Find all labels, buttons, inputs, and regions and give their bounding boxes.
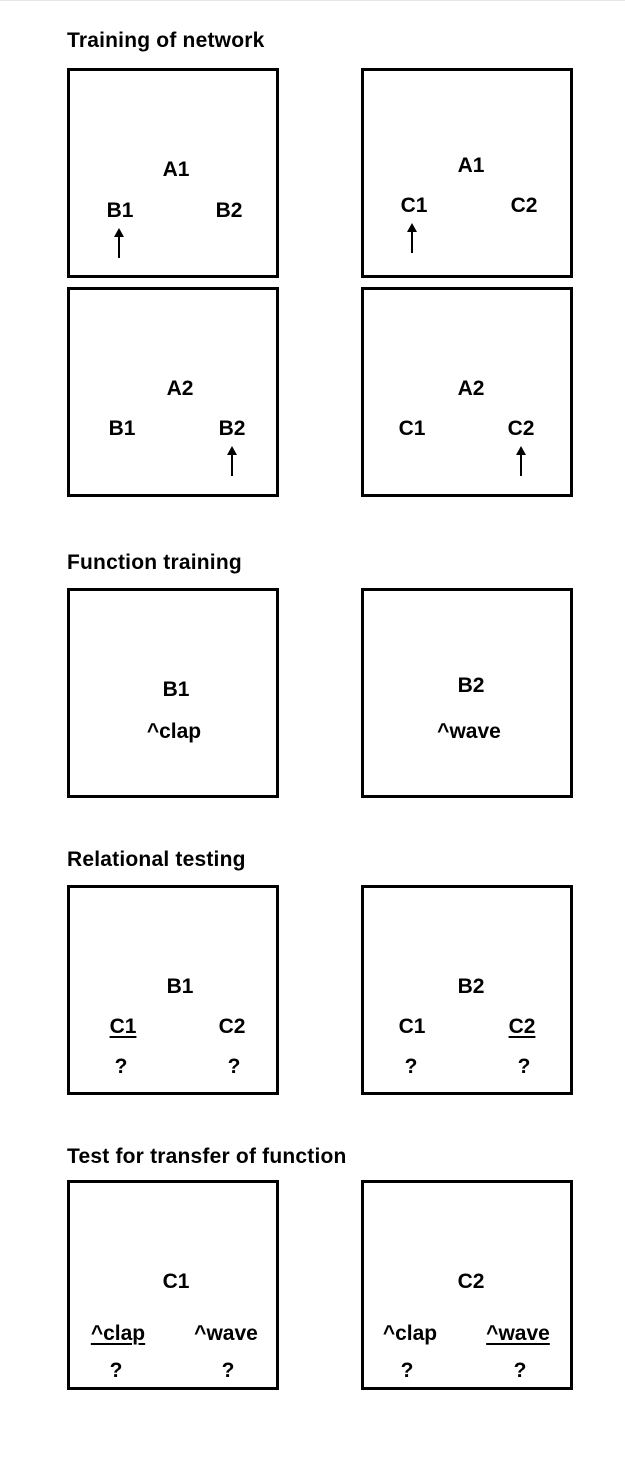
function-left-underlined: ^clap [90, 1322, 146, 1345]
transfer-panel-c2: C2 ^clap ^wave ? ? [361, 1180, 573, 1390]
selection-arrow-icon [226, 446, 238, 476]
sample-stimulus: A1 [162, 158, 190, 181]
transfer-panel-c1: C1 ^clap ^wave ? ? [67, 1180, 279, 1390]
stimulus-label: B2 [457, 674, 485, 697]
comparison-left: B1 [108, 417, 136, 440]
comparison-right: C2 [507, 417, 535, 440]
relational-panel-b1: B1 C1 C2 ? ? [67, 885, 279, 1095]
selection-arrow-icon [406, 223, 418, 253]
heading-training-of-network: Training of network [67, 29, 265, 52]
sample-stimulus: A2 [457, 377, 485, 400]
comparison-left: C1 [398, 417, 426, 440]
function-left: ^clap [382, 1322, 438, 1345]
function-label: ^wave [437, 720, 501, 743]
heading-test-for-transfer-of-function: Test for transfer of function [67, 1145, 347, 1168]
top-border-line [0, 0, 625, 1]
heading-function-training: Function training [67, 551, 242, 574]
function-panel-b1: B1 ^clap [67, 588, 279, 798]
relational-panel-b2: B2 C1 C2 ? ? [361, 885, 573, 1095]
function-panel-b2: B2 ^wave [361, 588, 573, 798]
sample-stimulus: A1 [457, 154, 485, 177]
function-right: ^wave [194, 1322, 258, 1345]
comparison-left-underlined: C1 [109, 1015, 137, 1038]
network-panel-a2-b: A2 B1 B2 [67, 287, 279, 497]
question-right: ? [513, 1359, 527, 1382]
question-left: ? [114, 1055, 128, 1078]
network-panel-a1-c: A1 C1 C2 [361, 68, 573, 278]
network-panel-a2-c: A2 C1 C2 [361, 287, 573, 497]
sample-stimulus: B1 [166, 975, 194, 998]
comparison-left: C1 [400, 194, 428, 217]
heading-relational-testing: Relational testing [67, 848, 246, 871]
question-right: ? [227, 1055, 241, 1078]
question-right: ? [221, 1359, 235, 1382]
function-label: ^clap [146, 720, 202, 743]
comparison-right: C2 [218, 1015, 246, 1038]
sample-stimulus: C2 [457, 1270, 485, 1293]
sample-stimulus: C1 [162, 1270, 190, 1293]
comparison-left: B1 [106, 199, 134, 222]
sample-stimulus: A2 [166, 377, 194, 400]
question-left: ? [400, 1359, 414, 1382]
network-panel-a1-b: A1 B1 B2 [67, 68, 279, 278]
function-right-underlined: ^wave [486, 1322, 550, 1345]
comparison-right: B2 [218, 417, 246, 440]
question-right: ? [517, 1055, 531, 1078]
question-left: ? [109, 1359, 123, 1382]
comparison-left: C1 [398, 1015, 426, 1038]
sample-stimulus: B2 [457, 975, 485, 998]
selection-arrow-icon [113, 228, 125, 258]
comparison-right: B2 [215, 199, 243, 222]
comparison-right: C2 [510, 194, 538, 217]
comparison-right-underlined: C2 [508, 1015, 536, 1038]
selection-arrow-icon [515, 446, 527, 476]
stimulus-label: B1 [162, 678, 190, 701]
question-left: ? [404, 1055, 418, 1078]
